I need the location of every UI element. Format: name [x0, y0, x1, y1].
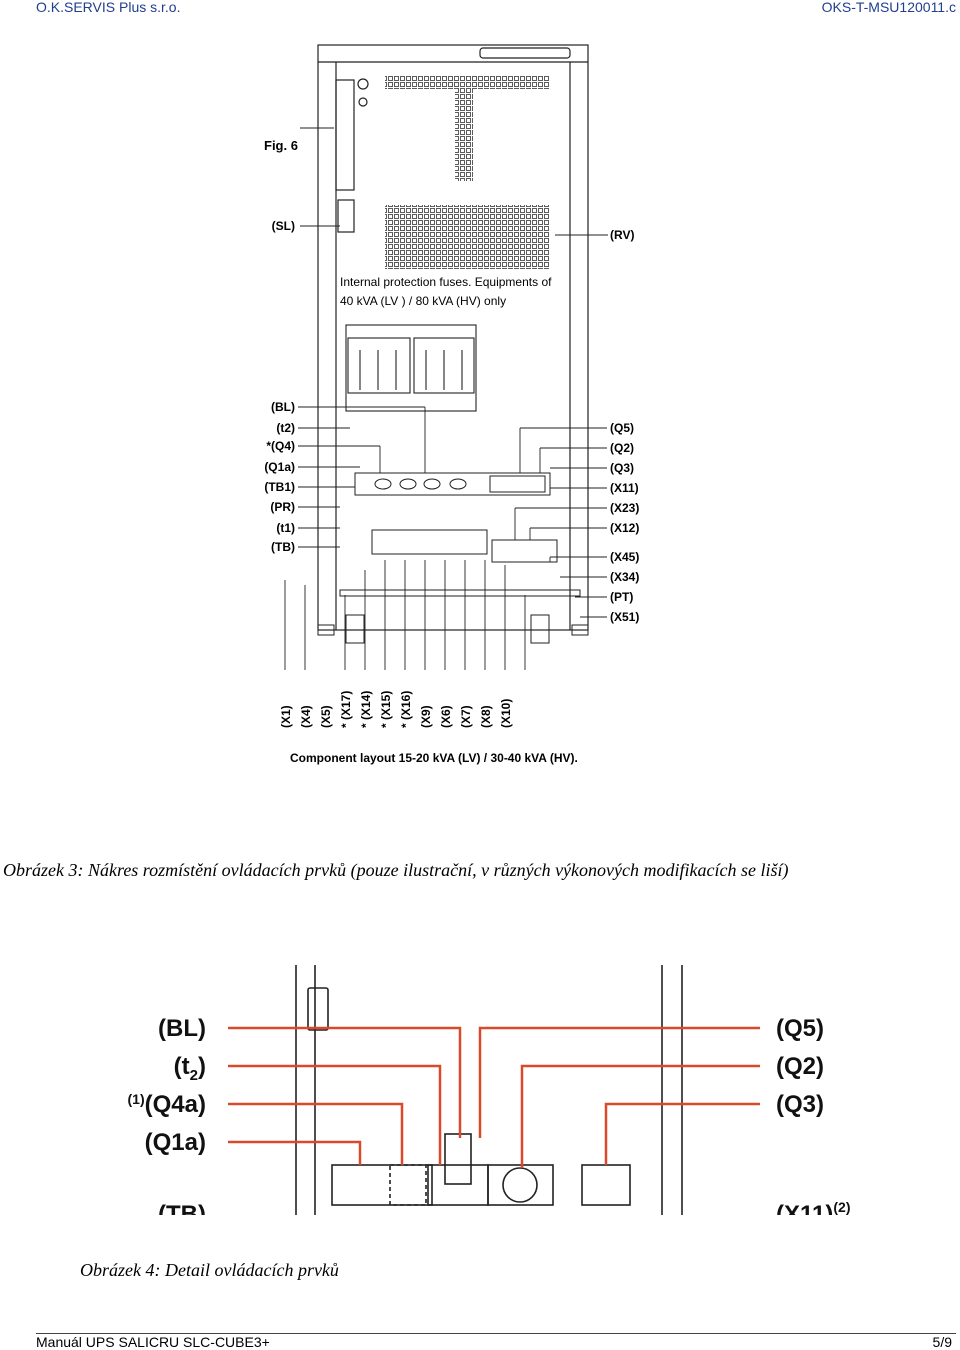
bottom-label-0: (X1): [279, 705, 293, 728]
left-label-7: (t1): [276, 521, 295, 535]
left-label-2: (t2): [276, 421, 295, 435]
detail-frame: [295, 965, 683, 1215]
right-label-10: (X51): [610, 610, 639, 624]
footer-rule: [36, 1333, 956, 1334]
right-label-2: (Q2): [610, 441, 634, 455]
detail-label-q4a: (1)(Q4a): [128, 1091, 206, 1118]
detail-label-x11: (X11)(2): [776, 1199, 851, 1215]
left-label-1: (BL): [271, 400, 295, 414]
bottom-label-8: (X6): [439, 705, 453, 728]
footer-title: Manuál UPS SALICRU SLC-CUBE3+: [36, 1334, 270, 1350]
bottom-label-3: * (X17): [339, 691, 353, 728]
right-label-0: (RV): [610, 228, 634, 242]
detail-label-q1a: (Q1a): [145, 1129, 206, 1156]
vent-column: [455, 89, 473, 181]
fuses-note-line2: 40 kVA (LV ) / 80 kVA (HV) only: [340, 294, 506, 308]
left-label-8: (TB): [271, 540, 295, 554]
right-label-8: (X34): [610, 570, 639, 584]
bottom-label-9: (X7): [459, 705, 473, 728]
figure4-caption: Obrázek 4: Detail ovládacích prvků: [80, 1260, 339, 1280]
right-label-4: (X11): [610, 481, 639, 495]
right-label-3: (Q3): [610, 461, 634, 475]
detail-label-bl: (BL): [158, 1015, 206, 1042]
right-label-1: (Q5): [610, 421, 634, 435]
vent-grid-main: [385, 205, 550, 269]
fig6-callout: Fig. 6: [264, 138, 298, 153]
fuses-note-line1: Internal protection fuses. Equipments of: [340, 275, 552, 289]
bottom-label-7: (X9): [419, 705, 433, 728]
bottom-label-group: (X1) (X4) (X5) * (X17) * (X14) * (X15) * (X16)…: [279, 691, 513, 728]
left-label-5: (TB1): [264, 480, 295, 494]
controls-detail-figure: (BL) (t2) (1)(Q4a) (Q1a) (TB) (Q5) (Q2) …: [128, 965, 851, 1215]
bottom-label-1: (X4): [299, 705, 313, 728]
right-label-6: (X12): [610, 521, 639, 535]
detail-left-labels: (BL) (t2) (1)(Q4a) (Q1a) (TB): [128, 1015, 206, 1215]
bottom-label-2: (X5): [319, 705, 333, 728]
detail-label-q3: (Q3): [776, 1091, 824, 1118]
bottom-label-10: (X8): [479, 705, 493, 728]
fuse-blocks: [345, 324, 477, 412]
left-label-group: (SL) (BL) (t2) *(Q4) (Q1a) (TB1) (PR) (t1) (TB): [264, 219, 295, 554]
terminal-blocks: [317, 529, 589, 644]
cabinet-outline: [317, 44, 589, 631]
detail-right-labels: (Q5) (Q2) (Q3) (X11)(2): [776, 1015, 851, 1215]
right-label-group: (RV) (Q5) (Q2) (Q3) (X11) (X23) (X12) (X45) (X34…: [610, 228, 639, 624]
switch-row: [354, 472, 551, 496]
right-label-9: (PT): [610, 590, 633, 604]
detail-label-t2: (t2): [174, 1053, 206, 1084]
left-label-3: *(Q4): [266, 439, 295, 453]
left-label-0: (SL): [272, 219, 295, 233]
bottom-label-5: * (X15): [379, 691, 393, 728]
right-label-5: (X23): [610, 501, 639, 515]
footer-page: 5/9: [932, 1334, 952, 1350]
bottom-label-11: (X10): [499, 699, 513, 728]
leader-lines: [298, 127, 608, 618]
figure3-caption: Obrázek 3: Nákres rozmístění ovládacích …: [3, 860, 789, 880]
header-doc-id: OKS-T-MSU120011.c: [821, 0, 956, 15]
detail-label-q2: (Q2): [776, 1053, 824, 1080]
detail-label-tb: (TB): [158, 1201, 206, 1215]
bottom-label-4: * (X14): [359, 691, 373, 728]
left-label-6: (PR): [270, 500, 295, 514]
left-label-4: (Q1a): [264, 460, 295, 474]
page-header: O.K.SERVIS Plus s.r.o. OKS-T-MSU120011.c: [0, 0, 960, 16]
bottom-label-6: * (X16): [399, 691, 413, 728]
cable-drops: [284, 560, 526, 670]
detail-orange-lines: [228, 1026, 760, 1168]
right-label-7: (X45): [610, 550, 639, 564]
component-layout-caption: Component layout 15-20 kVA (LV) / 30-40 …: [290, 751, 578, 765]
header-company: O.K.SERVIS Plus s.r.o.: [36, 0, 181, 15]
detail-label-q5: (Q5): [776, 1015, 824, 1042]
component-layout-figure: Fig. 6 Internal protection fuses. Equipm…: [264, 44, 639, 765]
vent-grid-top: [385, 75, 550, 89]
